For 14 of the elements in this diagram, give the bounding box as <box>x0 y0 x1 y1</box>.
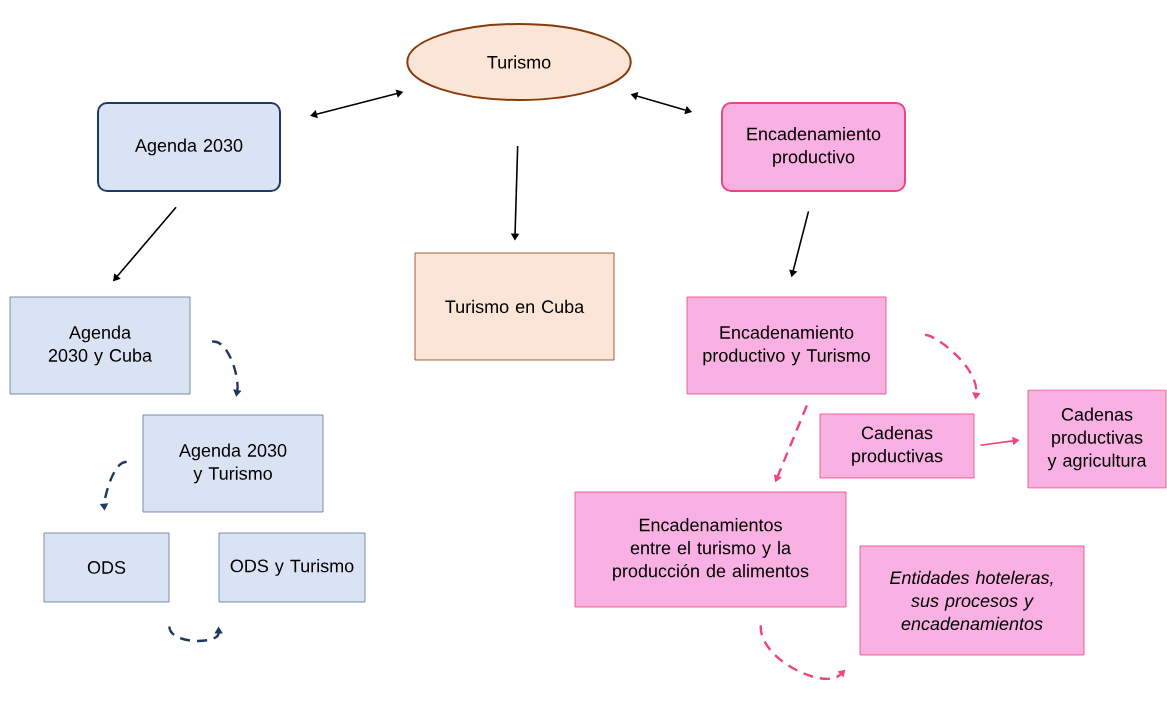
process-box: Turismo en Cuba <box>414 252 615 361</box>
dashed-arrow <box>168 626 223 643</box>
rounded-box: Encadenamiento productivo <box>721 102 906 192</box>
rounded-box: Agenda 2030 <box>97 102 281 192</box>
dashed-arrow <box>759 625 846 680</box>
process-box: ODS <box>43 532 170 603</box>
process-box: Agenda 2030 y Cuba <box>9 296 191 395</box>
process-box: Cadenas productivas <box>819 413 975 479</box>
process-box: Encadenamientos entre el turismo y la producción de alimentos <box>574 491 847 608</box>
process-box: Agenda 2030 y Turismo <box>142 414 324 513</box>
process-box: Encadenamiento productivo y Turismo <box>686 296 887 395</box>
process-box: Entidades hoteleras, sus procesos y encadenamientos <box>859 545 1085 656</box>
process-box: ODS y Turismo <box>218 532 366 603</box>
process-box: Cadenas productivas y agricultura <box>1027 389 1167 489</box>
